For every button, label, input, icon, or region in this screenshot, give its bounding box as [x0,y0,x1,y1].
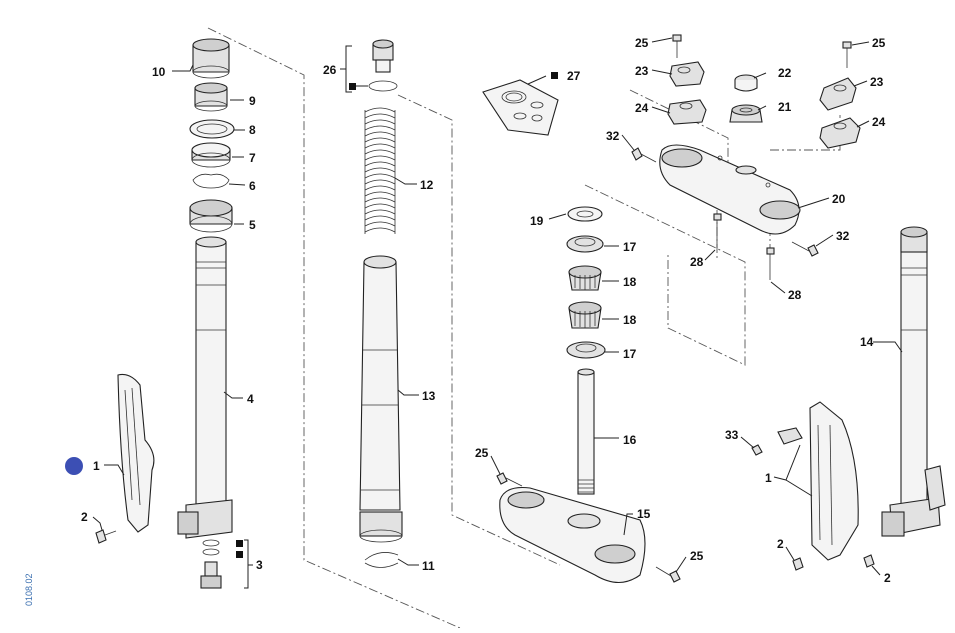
callout-25-lower-left: 25 [475,446,489,460]
callout-7: 7 [249,151,256,165]
part-20-upper-triple-clamp [659,144,801,235]
part-15-lower-triple-clamp [499,486,646,584]
callout-26: 26 [323,63,337,77]
part-6-clip [192,173,230,189]
callout-11: 11 [422,559,435,573]
part-23-clamp-cap-right [819,77,857,111]
part-25-bolt-top-right [842,41,852,68]
part-27-gasket-kit [482,72,559,136]
part-2-screw-right-b [863,554,875,568]
part-18-bearing-top [568,265,602,291]
callout-25-lower-right: 25 [690,549,704,563]
callout-21: 21 [778,100,792,114]
part-2-screw-right-a [792,557,804,571]
callout-15: 15 [637,507,651,521]
callout-6: 6 [249,179,256,193]
part-28-bolt-left [713,213,722,248]
part-26-top-cap [349,39,398,92]
callout-25-top-right: 25 [872,36,886,50]
drawing-code: 0108.02 [24,573,34,606]
part-24-clamp-base-left [667,99,707,125]
part-21-nut [729,104,763,123]
part-9-bushing [194,82,228,112]
callout-5: 5 [249,218,256,232]
callout-24-left: 24 [635,101,649,115]
part-2-screw-left [95,529,117,544]
callout-32-right: 32 [836,229,850,243]
callout-2-left: 2 [81,510,88,524]
callout-8: 8 [249,123,256,137]
part-25-bolt-lower-right [655,566,681,583]
callout-20: 20 [832,192,846,206]
callout-23-right: 23 [870,75,884,89]
callout-32-left: 32 [606,129,620,143]
part-10-bushing [192,38,230,79]
part-3-valve [200,539,243,589]
selection-marker-dot [65,457,83,475]
callout-10: 10 [152,65,166,79]
part-8-washer [189,119,235,139]
callout-25-top-left: 25 [635,36,649,50]
part-17-bearing-race-bottom [566,341,606,359]
callout-9: 9 [249,94,256,108]
part-11-circlip [364,552,399,568]
callout-28-left: 28 [690,255,704,269]
part-32-bolt-right [791,241,819,257]
part-28-bolt-right [766,247,775,280]
part-7-seal [191,142,231,168]
leader-lines [92,37,903,589]
part-25-bolt-top-left [672,34,682,58]
callout-28-right: 28 [788,288,802,302]
callout-23-left: 23 [635,64,649,78]
part-14-fork-leg-assembled [881,226,946,537]
callout-14: 14 [860,335,874,349]
callout-13: 13 [422,389,436,403]
callout-1-right: 1 [765,471,772,485]
callout-17-top: 17 [623,240,637,254]
callout-24-right: 24 [872,115,886,129]
callout-2-right-a: 2 [777,537,784,551]
callout-12: 12 [420,178,434,192]
part-23-clamp-cap-left [669,61,705,87]
part-24-clamp-base-right [819,117,861,149]
callout-4: 4 [247,392,254,406]
part-18-bearing-bottom [568,301,602,329]
part-25-bolt-lower-left [496,472,523,487]
callout-33: 33 [725,428,739,442]
part-1-fork-guard-right [809,401,859,561]
part-12-spring [364,107,396,234]
callout-1-left: 1 [93,459,100,473]
part-16-steering-stem [577,368,595,495]
callout-18-top: 18 [623,275,637,289]
part-17-bearing-race-top [566,235,604,253]
callout-labels: 10 9 8 7 6 5 4 1 2 3 26 12 13 11 27 19 1… [81,36,891,585]
part-19-washer [567,206,603,222]
part-1-fork-guard-left [117,373,155,533]
callout-16: 16 [623,433,637,447]
callout-27: 27 [567,69,581,83]
callout-17-bottom: 17 [623,347,637,361]
part-22-cap [734,74,758,92]
part-5-dust-seal [189,199,233,233]
callout-3: 3 [256,558,263,572]
part-32-bolt-left [631,147,657,163]
part-4-fork-tube [177,236,233,539]
part-33-clip [751,427,803,456]
callout-19: 19 [530,214,544,228]
callout-18-bottom: 18 [623,313,637,327]
part-13-outer-tube [359,255,403,543]
callout-2-right-b: 2 [884,571,891,585]
callout-22: 22 [778,66,792,80]
